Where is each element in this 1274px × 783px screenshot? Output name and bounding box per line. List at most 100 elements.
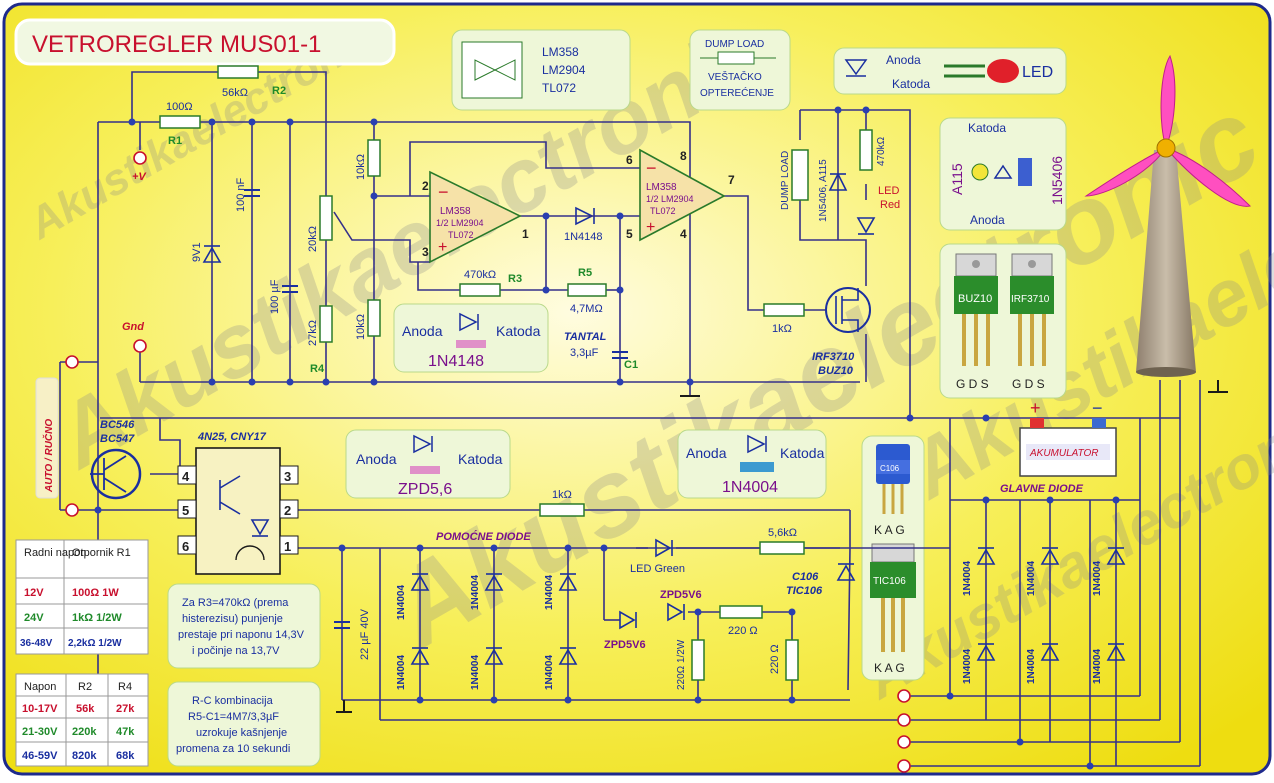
label-plus-v: +V [132, 171, 147, 183]
resistor-r3 [459, 283, 501, 297]
table-r2-r4: Napon R2 R4 10-17V 56k 27k 21-30V 220k 4… [15, 673, 149, 767]
ic-pinout-opamp-symbols [474, 59, 516, 81]
label-led-red-1: LED [878, 185, 899, 197]
label-pin-3: 3 [422, 245, 429, 259]
page-title: VETROREGLER MUS01-1 [32, 31, 321, 58]
table-r2r4-row-2-col-2: 220k [72, 726, 97, 738]
resistor-1k-gate [763, 303, 805, 317]
table-r1-row-2-col-1: 24V [24, 612, 44, 624]
label-pomocne-diode: POMOĆNE DIODE [436, 530, 531, 543]
component-labels: 100Ω R1 56kΩ R2 +V Gnd 9V1 100 nF 100 µF… [100, 85, 1103, 690]
label-220-b: 220 Ω [769, 644, 781, 674]
diode-legend-box [939, 117, 1067, 231]
label-opamp-2-sub2: TL072 [650, 206, 676, 216]
ground-symbols [336, 380, 1228, 713]
auto-rucno-label: AUTO / RUČNO [42, 419, 55, 493]
label-pin-4: 4 [680, 227, 687, 241]
label-scr: C106 [792, 571, 819, 583]
opamp-2-minus: − [646, 158, 657, 178]
table-r2r4-header-2: R2 [78, 681, 92, 693]
optocoupler-pins [177, 465, 299, 555]
label-c1-val: 3,3µF [570, 347, 599, 359]
opamp-1-minus: − [438, 182, 449, 202]
label-opamp-1-sub: 1/2 LM2904 [436, 218, 484, 228]
label-470k: 470kΩ [876, 136, 887, 166]
info-1n4004-package-icon [740, 462, 774, 472]
akumulator-label: AKUMULATOR [1029, 448, 1099, 459]
label-pin-6: 6 [626, 153, 633, 167]
label-zpd-b: ZPD5V6 [660, 589, 702, 601]
resistor-10k-top [367, 139, 381, 177]
label-opamp-1-name: LM358 [440, 206, 471, 217]
resistor-r1 [159, 115, 201, 129]
optocoupler-led-icon [250, 519, 270, 536]
label-220-half-watt: 220Ω 1/2W [676, 639, 687, 690]
info-zpd-package-icon [410, 466, 440, 474]
ic-info-1: LM358 [542, 45, 579, 59]
potentiometer-20k [319, 195, 333, 241]
info-zpd-katoda: Katoda [458, 451, 503, 467]
label-r5-val: 4,7MΩ [570, 303, 603, 315]
opamp-2 [639, 148, 726, 242]
irf3710-package-icon [1010, 253, 1054, 366]
label-bc546: BC546 [100, 419, 135, 431]
note-r3-line-3: prestaje pri naponu 14,3V [178, 629, 305, 641]
info-1n4148-anoda: Anoda [402, 323, 443, 339]
windmill-icon [1084, 54, 1252, 377]
label-1n4004-main-1: 1N4004 [962, 561, 973, 596]
dump-load-legend-box [689, 29, 791, 111]
label-opto-pin-5: 5 [182, 503, 189, 518]
dump-load-resistor-icon [717, 51, 755, 65]
table-r1-row-1-col-2: 100Ω 1W [72, 587, 119, 599]
table-r2r4-row-3-col-1: 46-59V [22, 750, 58, 762]
table-r2r4-header-1: Napon [24, 681, 56, 693]
info-1n4004-name: 1N4004 [722, 479, 778, 496]
akumulator-plus: + [1030, 398, 1041, 418]
label-c1: C1 [624, 359, 638, 371]
label-10k-bottom: 10kΩ [355, 314, 367, 340]
buz10-package-icon [954, 253, 998, 366]
opamp-2-plus: + [646, 219, 655, 236]
label-1n5406-a115: 1N5406, A115 [818, 159, 829, 222]
resistor-r4 [319, 305, 333, 343]
table-r1-header-1: Radni napon [24, 547, 86, 559]
label-glavne-diode: GLAVNE DIODE [1000, 483, 1084, 495]
label-zpd-a: ZPD5V6 [604, 639, 646, 651]
label-pin-5: 5 [626, 227, 633, 241]
scr-c106-label: C106 [880, 464, 900, 473]
diode-1n5406-icon [828, 172, 848, 191]
diode-legend-1n5406: 1N5406 [1049, 156, 1065, 205]
dump-load-legend-title: DUMP LOAD [705, 39, 764, 50]
info-1n4148-katoda: Katoda [496, 323, 541, 339]
mosfet-icon [825, 287, 871, 333]
diode-legend-glass-icon [971, 163, 989, 181]
label-opamp-2-name: LM358 [646, 182, 677, 193]
label-1n4004-aux-6: 1N4004 [544, 655, 555, 690]
info-zpd-anoda: Anoda [356, 451, 397, 467]
terminals [65, 151, 911, 773]
auto-rucno-label-box [35, 377, 59, 499]
label-mosfet: IRF3710 [812, 351, 855, 363]
note-r3-line-1: Za R3=470kΩ (prema [182, 597, 289, 609]
table-r2r4-row-1-col-1: 10-17V [22, 703, 58, 715]
scr-c106-package-icon [876, 444, 910, 514]
diode-legend-body-icon [1018, 158, 1032, 186]
label-1n4004-aux-1: 1N4004 [396, 585, 407, 620]
dump-load-legend-sub2: OPTEREĆENJE [700, 86, 774, 99]
led-legend-box [833, 47, 1067, 95]
label-tantal: TANTAL [564, 331, 607, 343]
info-1n4148-package-icon [456, 340, 486, 348]
label-pin-8: 8 [680, 149, 687, 163]
label-zener-9v1: 9V1 [191, 242, 203, 262]
table-r1-row-3-col-1: 36-48V [20, 638, 53, 649]
info-zpd-name: ZPD5,6 [398, 481, 452, 498]
capacitors [244, 189, 628, 629]
table-r2r4-row-2-col-1: 21-30V [22, 726, 58, 738]
label-r4: R4 [310, 363, 325, 375]
diode-1n4148-info-box [393, 303, 549, 373]
label-5k6: 5,6kΩ [768, 527, 797, 539]
note-rc-line-3: uzrokuje kašnjenje [196, 727, 287, 739]
ic-info-3: TL072 [542, 81, 576, 95]
